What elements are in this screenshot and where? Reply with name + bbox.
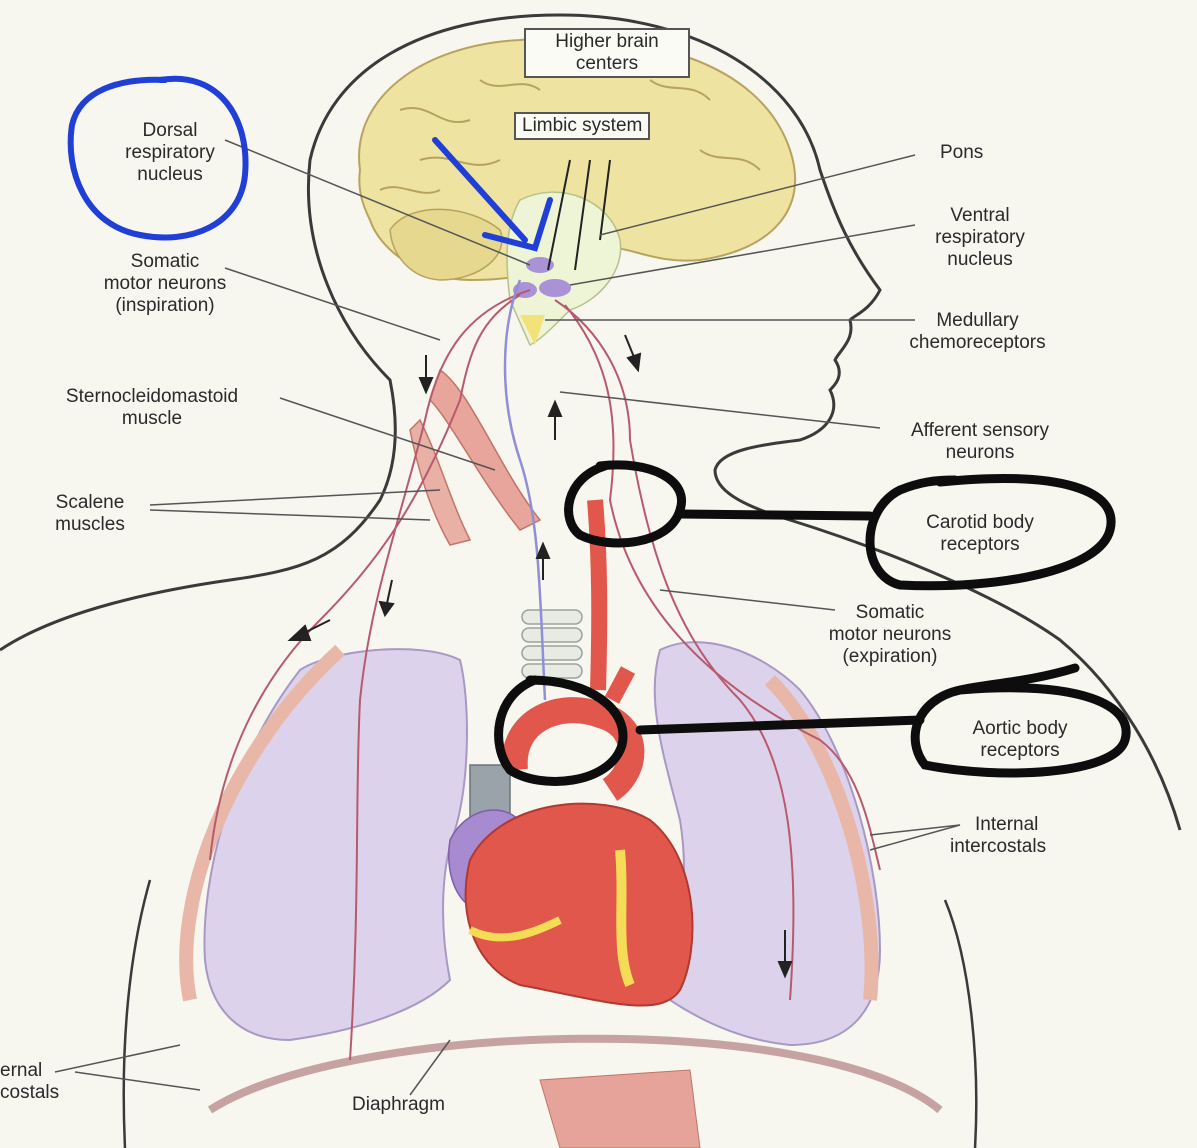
aortic-line2: receptors — [980, 740, 1060, 761]
dorsal-line2: respiratory — [125, 142, 215, 163]
external-line2: costals — [0, 1082, 60, 1103]
somatic-insp-line3: (inspiration) — [115, 295, 215, 316]
afferent-sensory-neurons-label: Afferent sensory neurons — [875, 420, 1085, 464]
medullary-line2: chemoreceptors — [909, 332, 1046, 353]
ventral-line3: nucleus — [947, 249, 1013, 270]
scm-line1: Sternocleidomastoid — [65, 386, 239, 407]
aortic-body-receptors-label: Aortic body receptors — [935, 718, 1105, 762]
somatic-exp-line1: Somatic — [855, 602, 925, 623]
carotid-body-receptors-label: Carotid body receptors — [895, 512, 1065, 556]
somatic-insp-line2: motor neurons — [103, 273, 227, 294]
ventral-line2: respiratory — [935, 227, 1025, 248]
diaphragm — [207, 1034, 943, 1114]
higher-brain-centers-label: Higher brain centers — [524, 28, 690, 78]
carotid-line2: receptors — [940, 534, 1020, 555]
limbic-system-label: Limbic system — [514, 112, 651, 140]
external-line1: ernal — [0, 1060, 43, 1081]
somatic-exp-line3: (expiration) — [842, 646, 938, 667]
right-lung — [653, 641, 882, 1047]
afferent-sensory-neuron — [503, 279, 547, 701]
external-intercostals-label: ernal costals — [0, 1060, 59, 1104]
internal-line2: intercostals — [950, 836, 1047, 857]
somatic-motor-expiration-label: Somatic motor neurons (expiration) — [795, 602, 985, 668]
carotid-line1: Carotid body — [926, 512, 1034, 533]
body-outline — [0, 13, 1182, 831]
flow-arrows — [287, 159, 793, 979]
carotid-annotation — [564, 460, 1116, 591]
ventral-respiratory-nucleus-label: Ventral respiratory nucleus — [905, 205, 1055, 271]
sternocleidomastoid-muscle — [429, 368, 542, 531]
somatic-exp-line2: motor neurons — [828, 624, 952, 645]
medullary-line1: Medullary — [936, 310, 1019, 331]
internal-intercostals-label: Internal intercostals — [950, 814, 1046, 858]
afferent-line2: neurons — [945, 442, 1015, 463]
pons-label: Pons — [940, 142, 984, 163]
carotid-artery — [587, 499, 608, 691]
trachea — [521, 609, 583, 679]
dorsal-respiratory-nucleus-label: Dorsal respiratory nucleus — [95, 120, 245, 186]
scm-line2: muscle — [121, 408, 183, 429]
medullary-chemoreceptors-label: Medullary chemoreceptors — [875, 310, 1080, 354]
afferent-line1: Afferent sensory — [910, 420, 1049, 441]
ventral-line1: Ventral — [950, 205, 1010, 226]
sternocleidomastoid-label: Sternocleidomastoid muscle — [22, 386, 282, 430]
dorsal-line1: Dorsal — [142, 120, 198, 141]
left-lung — [203, 648, 468, 1042]
somatic-insp-line1: Somatic — [130, 251, 200, 272]
dorsal-line3: nucleus — [137, 164, 203, 185]
scalene-line1: Scalene — [55, 492, 125, 513]
leader-lines — [54, 139, 961, 1096]
scalene-muscles-label: Scalene muscles — [30, 492, 150, 536]
aortic-line1: Aortic body — [972, 718, 1068, 739]
higher-brain-line1: Higher brain — [555, 31, 659, 52]
somatic-motor-inspiration-label: Somatic motor neurons (inspiration) — [70, 251, 260, 317]
higher-brain-line2: centers — [575, 53, 639, 74]
aorta — [501, 697, 645, 801]
aortic-annotation — [494, 663, 1131, 786]
diaphragm-label: Diaphragm — [352, 1094, 445, 1115]
scalene-muscles — [409, 418, 472, 546]
internal-line1: Internal — [975, 814, 1039, 835]
scalene-line2: muscles — [55, 514, 125, 535]
heart — [464, 802, 694, 1007]
blue-annotation — [67, 75, 553, 252]
